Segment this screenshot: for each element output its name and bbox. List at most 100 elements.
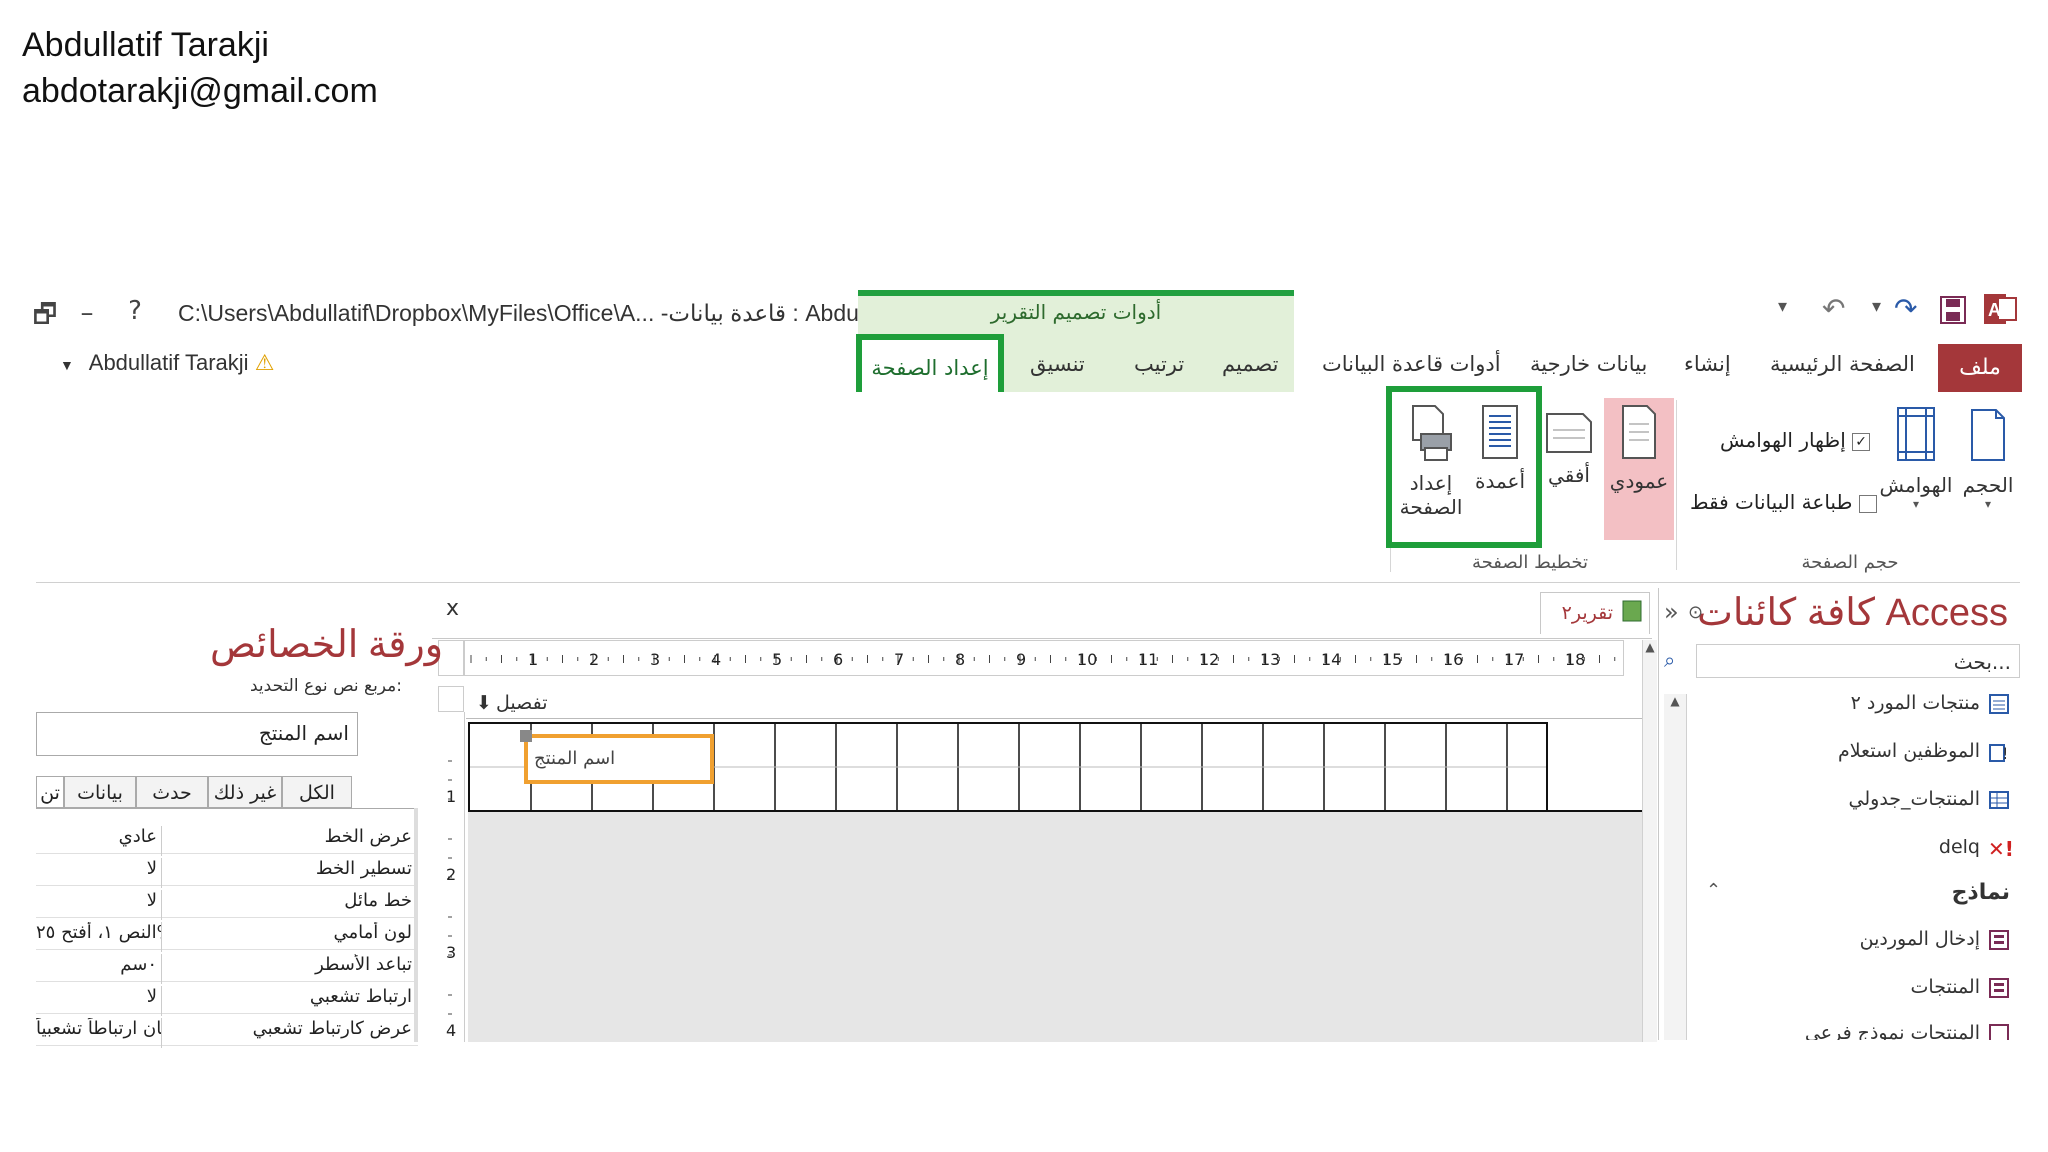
ruler-label: 1	[446, 787, 456, 806]
nav-title[interactable]: كافة كائنات Access	[1697, 592, 2008, 634]
props-tab-all[interactable]: الكل	[282, 776, 352, 808]
nav-scrollbar[interactable]: ▲	[1664, 694, 1687, 1040]
nav-item-supplier-entry[interactable]: إدخال الموردين	[1860, 928, 2010, 951]
nav-item-products-subform[interactable]: المنتجات نموذج فرعي	[1805, 1022, 2010, 1040]
horizontal-ruler: 12345678910111213141516171819	[464, 640, 1646, 676]
ruler-label: 9	[1016, 650, 1026, 669]
ruler-label: 2	[589, 650, 599, 669]
show-margins-check[interactable]: ✓	[1852, 432, 1871, 451]
columns-button[interactable]: أعمدة	[1466, 404, 1534, 493]
landscape-icon	[1546, 413, 1592, 453]
property-value[interactable]: النص ١، أفتح ٢٥%	[36, 922, 162, 952]
help-icon[interactable]: ?	[128, 296, 142, 326]
ruler-label: 14	[1321, 650, 1341, 669]
redo-icon[interactable]: ↷	[1894, 292, 1918, 325]
nav-group-forms[interactable]: نماذج	[1951, 880, 2010, 905]
nav-item-delq[interactable]: delq✕!	[1938, 836, 2014, 861]
selected-control-select[interactable]: اسم المنتج	[36, 712, 358, 756]
ruler-label: 2	[446, 865, 456, 884]
restore-icon[interactable]: 🗗	[32, 300, 58, 330]
landscape-button[interactable]: أفقي	[1538, 410, 1600, 487]
print-data-only-checkbox[interactable]: طباعة البيانات فقط	[1690, 490, 1877, 514]
print-data-only-check[interactable]	[1858, 494, 1877, 513]
tab-format[interactable]: تنسيق	[1030, 352, 1085, 376]
property-row[interactable]: تسطير الخط لا	[36, 854, 418, 888]
move-handle[interactable]	[520, 730, 532, 742]
minimize-icon[interactable]: –	[80, 298, 94, 328]
nav-item-employees-query[interactable]: الموظفين استعلام!	[1837, 740, 2009, 763]
chevron-up-icon[interactable]: ⌃	[1706, 880, 1722, 901]
undo-icon[interactable]: ↶	[1822, 292, 1846, 325]
margins-button[interactable]: الهوامش ▾	[1876, 404, 1956, 511]
customize-qat-icon[interactable]: ▾	[1778, 296, 1788, 317]
nav-item-supplier-products[interactable]: منتجات المورد ٢	[1851, 692, 2010, 715]
undo-dropdown-icon[interactable]: ▾	[1872, 296, 1882, 317]
save-icon[interactable]	[1940, 296, 1966, 328]
ruler-label: 3	[650, 650, 660, 669]
props-tab-format[interactable]: تن	[36, 776, 64, 808]
props-tab-data[interactable]: بيانات	[64, 776, 136, 808]
nav-item-products-table[interactable]: المنتجات_جدولي	[1849, 788, 2010, 811]
section-detail-bar[interactable]: ⬇ تفصيل	[466, 692, 1642, 719]
svg-text:A: A	[1988, 300, 2001, 320]
collapse-pane-icon[interactable]: »	[1664, 598, 1679, 626]
report-selector[interactable]	[438, 640, 464, 676]
nav-menu-icon[interactable]: ⊙	[1688, 602, 1704, 623]
page-setup-button[interactable]: إعداد الصفحة	[1396, 404, 1466, 519]
tab-database-tools[interactable]: أدوات قاعدة البيانات	[1322, 352, 1501, 376]
property-name: تسطير الخط	[315, 858, 412, 879]
close-document-icon[interactable]: x	[446, 596, 460, 621]
tab-arrange[interactable]: ترتيب	[1134, 352, 1185, 376]
form-icon	[1989, 929, 2009, 950]
tab-home[interactable]: الصفحة الرئيسية	[1770, 352, 1915, 376]
ribbon-separator	[1390, 548, 1391, 572]
form-icon	[1989, 1023, 2009, 1040]
size-button[interactable]: الحجم ▾	[1960, 404, 2016, 511]
property-value[interactable]: ٠سم	[36, 954, 162, 984]
ruler-label: 10	[1077, 650, 1097, 669]
access-logo-icon: A	[1984, 292, 2018, 330]
section-arrow-icon: ⬇	[476, 692, 492, 714]
show-margins-checkbox[interactable]: إظهار الهوامش ✓	[1720, 428, 1871, 452]
section-selector[interactable]	[438, 686, 464, 712]
property-row[interactable]: عرض كارتباط تشعبيإذا كان ارتباطاً تشعبيا…	[36, 1014, 418, 1048]
nav-search-input[interactable]: بحث...	[1696, 644, 2020, 678]
props-tab-event[interactable]: حدث	[136, 776, 208, 808]
props-tab-other[interactable]: غير ذلك	[208, 776, 282, 808]
columns-label: أعمدة	[1474, 469, 1526, 493]
account-menu[interactable]: ▼ Abdullatif Tarakji ⚠	[60, 350, 274, 376]
tab-design[interactable]: تصميم	[1222, 352, 1279, 376]
document-tab-bar	[432, 588, 1652, 639]
selection-type-label: نوع التحديد:	[250, 676, 403, 696]
property-value[interactable]: إذا كان ارتباطاً تشعبياً	[36, 1018, 162, 1048]
author-block: Abdullatif Tarakji abdotarakji@gmail.com	[22, 22, 378, 114]
property-row[interactable]: لون أمامي النص ١، أفتح ٢٥%	[36, 918, 418, 952]
tab-create[interactable]: إنشاء	[1684, 352, 1731, 376]
page-setup-highlight	[1386, 386, 1542, 548]
ruler-label: 7	[894, 650, 904, 669]
ruler-label: 15	[1382, 650, 1402, 669]
show-margins-label: إظهار الهوامش	[1720, 428, 1846, 452]
property-value[interactable]: لا	[36, 890, 162, 920]
nav-item-products-form[interactable]: المنتجات	[1911, 976, 2010, 999]
document-vertical-scrollbar[interactable]: ▲	[1642, 640, 1657, 1042]
portrait-button[interactable]: عمودي	[1606, 404, 1672, 493]
search-icon[interactable]: ⌕	[1664, 648, 1676, 672]
ruler-label: 13	[1260, 650, 1280, 669]
property-value[interactable]: لا	[36, 858, 162, 888]
property-name: لون أمامي	[333, 922, 413, 943]
ruler-label: 11	[1138, 650, 1158, 669]
property-value[interactable]: لا	[36, 986, 162, 1016]
ruler-label: 4	[711, 650, 721, 669]
property-sheet-scrollbar[interactable]	[414, 808, 418, 1042]
property-value[interactable]: عادي	[36, 826, 162, 856]
tab-file[interactable]: ملف	[1938, 344, 2022, 392]
tab-external-data[interactable]: بيانات خارجية	[1530, 352, 1648, 376]
group-page-size: حجم الصفحة	[1801, 552, 1899, 573]
product-name-textbox[interactable]: اسم المنتج	[524, 734, 714, 784]
